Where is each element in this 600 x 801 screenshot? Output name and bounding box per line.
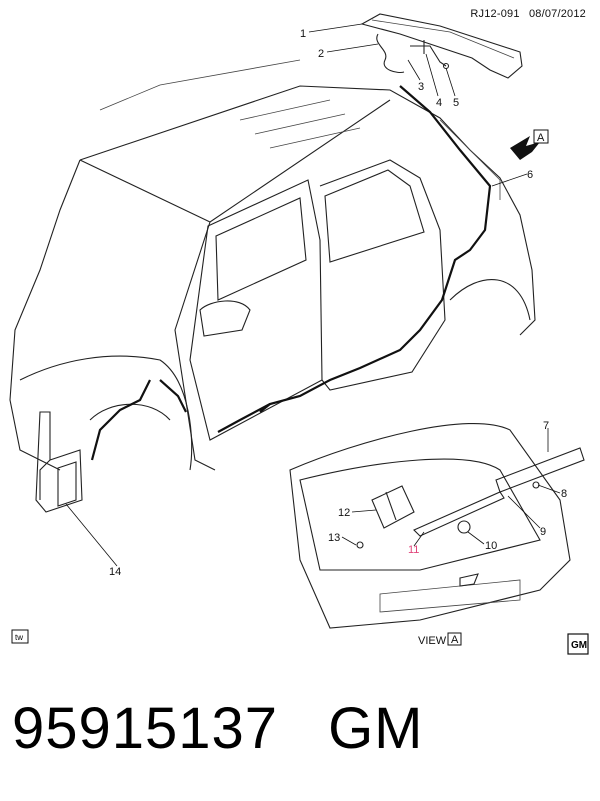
brand-name: GM [328, 696, 424, 761]
callout-1: 1 [300, 28, 306, 40]
gm-logo: GM [567, 633, 589, 655]
callout-8: 8 [561, 488, 567, 500]
washer-hose-harness [90, 85, 492, 461]
view-label-letter: A [451, 634, 459, 646]
callout-10: 10 [485, 540, 497, 552]
callout-3: 3 [418, 81, 424, 93]
callout-13: 13 [328, 532, 340, 544]
washer-hose-assembly [376, 33, 450, 74]
tw-badge-text: tw [15, 633, 23, 642]
leader-lines [65, 23, 561, 567]
vehicle-body [9, 59, 536, 471]
drawing-code: RJ12-091 [470, 8, 520, 20]
drawing-reference: RJ12-091 08/07/2012 [470, 8, 586, 20]
callout-14: 14 [109, 566, 121, 578]
callout-5: 5 [453, 97, 459, 109]
part-number: 95915137 [12, 696, 279, 761]
callout-2: 2 [318, 48, 324, 60]
drawing-date: 08/07/2012 [528, 8, 586, 20]
callout-labels: 1 2 3 4 5 6 7 8 9 10 11 12 13 14 [109, 28, 567, 578]
wiper-washer-diagram: A 1 2 3 4 5 6 7 8 9 10 11 12 13 14 tw [9, 13, 589, 655]
callout-6: 6 [527, 169, 533, 181]
rear-spoiler [360, 13, 523, 79]
gm-logo-text: GM [571, 640, 587, 651]
view-arrow: A [510, 129, 549, 160]
view-label-text: VIEW [418, 635, 447, 647]
view-arrow-letter: A [537, 132, 545, 144]
callout-7: 7 [543, 420, 549, 432]
callout-9: 9 [540, 526, 546, 538]
tw-badge: tw [11, 629, 29, 644]
wiper-arm-and-motor [356, 447, 585, 549]
callout-4: 4 [436, 97, 442, 109]
washer-reservoir [35, 411, 83, 513]
callout-12: 12 [338, 507, 350, 519]
liftgate-detail [289, 423, 571, 629]
view-label: VIEW A [418, 632, 462, 647]
callout-11: 11 [408, 544, 419, 556]
